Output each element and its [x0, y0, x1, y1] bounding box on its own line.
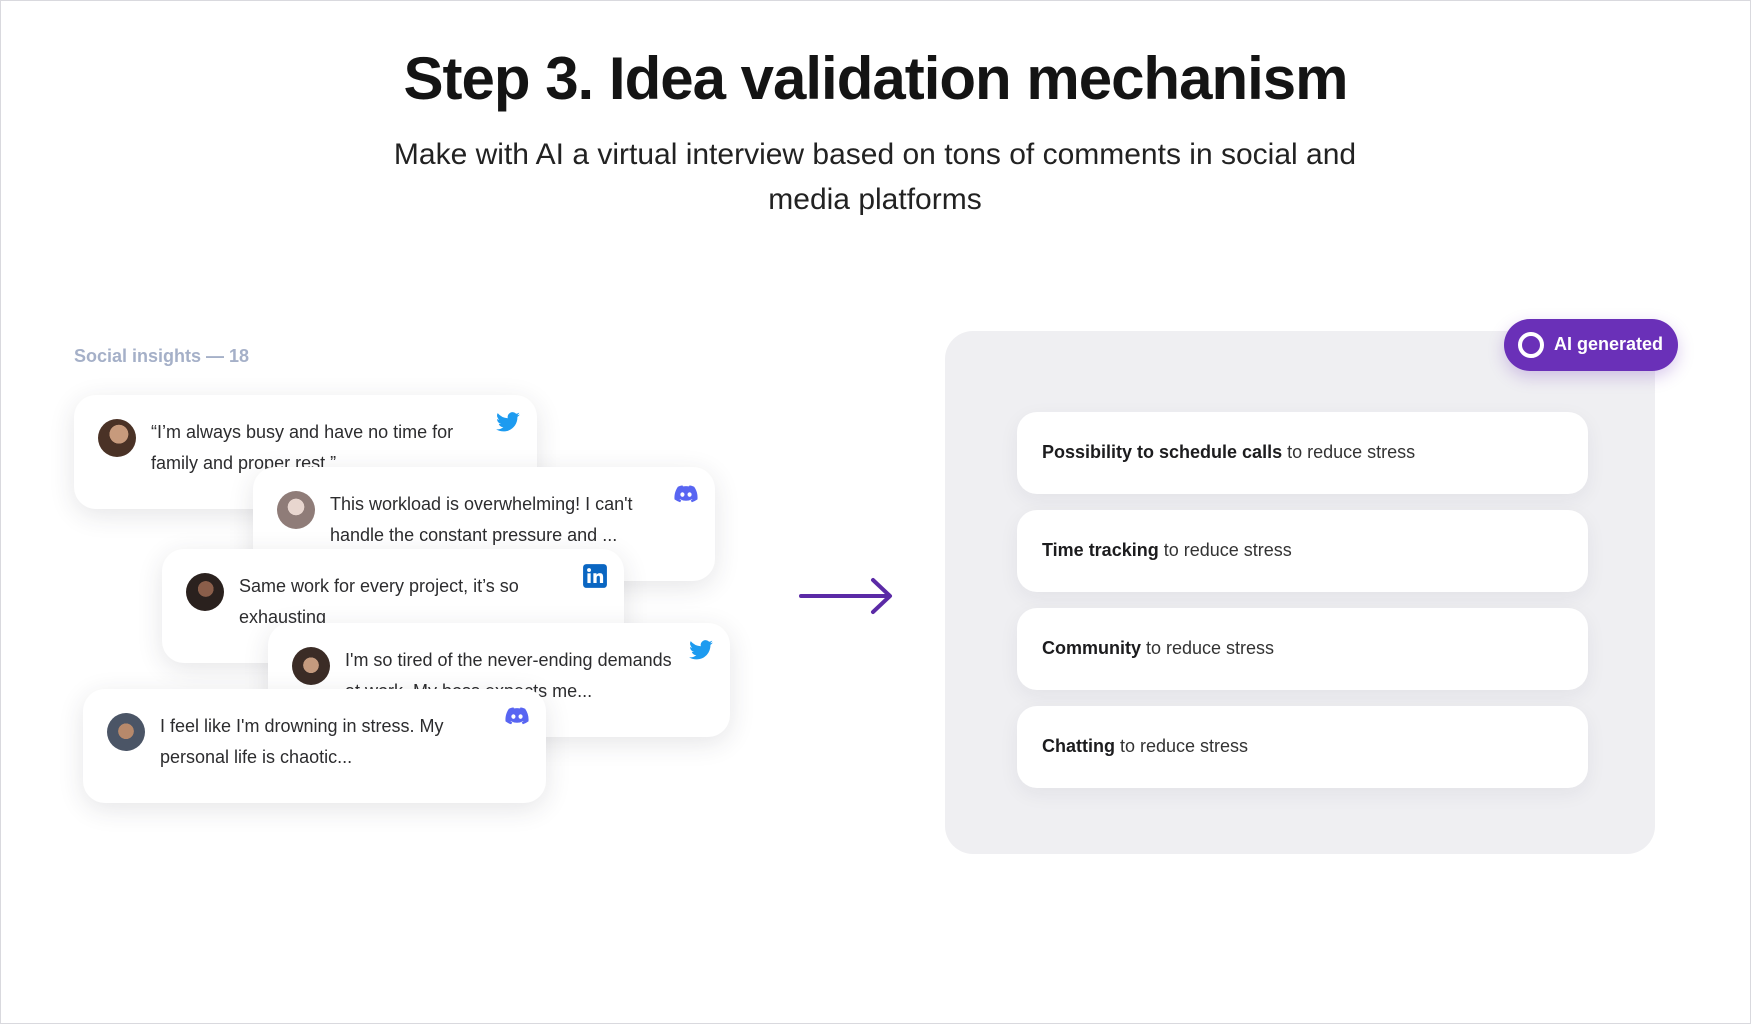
social-insights-label: Social insights — 18 — [74, 346, 250, 366]
discord-icon — [505, 707, 529, 725]
feature-text: Community to reduce stress — [1042, 638, 1274, 659]
feature-suffix: to reduce stress — [1282, 442, 1416, 462]
feature-item: Community to reduce stress — [1017, 608, 1588, 690]
feature-name: Possibility to schedule calls — [1042, 442, 1283, 462]
feature-text: Time tracking to reduce stress — [1042, 540, 1292, 561]
avatar — [186, 573, 224, 611]
feature-name: Community — [1042, 638, 1141, 658]
feature-name: Chatting — [1042, 736, 1115, 756]
avatar — [107, 713, 145, 751]
ai-generated-label: AI generated — [1554, 334, 1664, 354]
page-subtitle: Make with AI a virtual interview based o… — [393, 138, 1357, 216]
discord-icon — [674, 485, 698, 503]
feature-item: Time tracking to reduce stress — [1017, 510, 1588, 592]
feature-suffix: to reduce stress — [1114, 736, 1249, 756]
feature-name: Time tracking — [1042, 540, 1159, 560]
ai-generated-badge: AI generated — [1504, 319, 1678, 371]
twitter-icon — [496, 412, 520, 432]
feature-text: Chatting to reduce stress — [1042, 736, 1248, 757]
avatar — [277, 491, 315, 529]
linkedin-icon — [583, 564, 607, 588]
feature-item: Chatting to reduce stress — [1017, 706, 1588, 788]
ring-icon — [1518, 332, 1544, 358]
insight-text: This workload is overwhelming! I can't h… — [330, 494, 633, 545]
avatar — [98, 419, 136, 457]
feature-item: Possibility to schedule calls to reduce … — [1017, 412, 1588, 494]
avatar — [292, 647, 330, 685]
feature-suffix: to reduce stress — [1141, 638, 1275, 658]
page-title: Step 3. Idea validation mechanism — [403, 45, 1349, 112]
feature-text: Possibility to schedule calls to reduce … — [1042, 442, 1415, 463]
twitter-icon — [689, 640, 713, 660]
insight-text: “I’m always busy and have no time for fa… — [151, 422, 454, 473]
insight-text: I feel like I'm drowning in stress. My p… — [160, 716, 444, 767]
arrow-right-icon — [799, 578, 892, 614]
insight-card: I feel like I'm drowning in stress. My p… — [83, 689, 546, 803]
insight-text: Same work for every project, it’s so exh… — [239, 576, 519, 627]
feature-suffix: to reduce stress — [1158, 540, 1292, 560]
